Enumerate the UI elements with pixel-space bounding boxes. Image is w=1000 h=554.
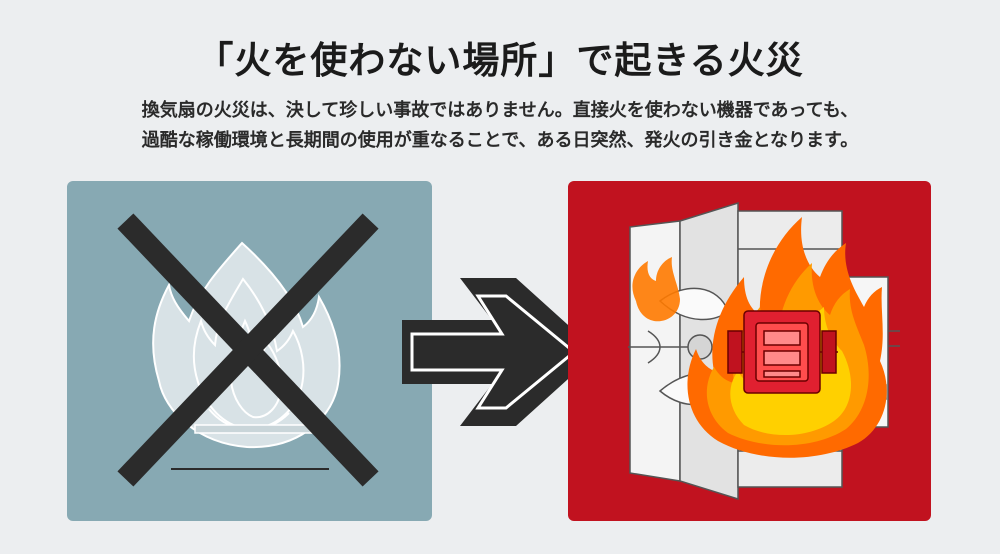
cross-mark-icon bbox=[117, 213, 379, 487]
right-arrow-icon bbox=[402, 278, 598, 426]
description-line-1: 換気扇の火災は、決して珍しい事故ではありません。直接火を使わない機器であっても、 bbox=[141, 100, 859, 121]
burner-plate-icon bbox=[194, 424, 316, 434]
description-line-2: 過酷な稼働環境と長期間の使用が重なることで、ある日突然、発火の引き金となります。 bbox=[141, 130, 859, 151]
transition-arrow bbox=[398, 272, 603, 432]
description: 換気扇の火災は、決して珍しい事故ではありません。直接火を使わない機器であっても、… bbox=[0, 96, 1000, 156]
burning-fan-illustration bbox=[628, 201, 900, 501]
no-fire-panel bbox=[67, 181, 432, 521]
motor-icon bbox=[727, 310, 838, 394]
crossed-flame-illustration bbox=[117, 213, 379, 487]
fan-fire-panel bbox=[568, 181, 931, 521]
page-title: 「火を使わない場所」で起きる火災 bbox=[196, 39, 804, 82]
